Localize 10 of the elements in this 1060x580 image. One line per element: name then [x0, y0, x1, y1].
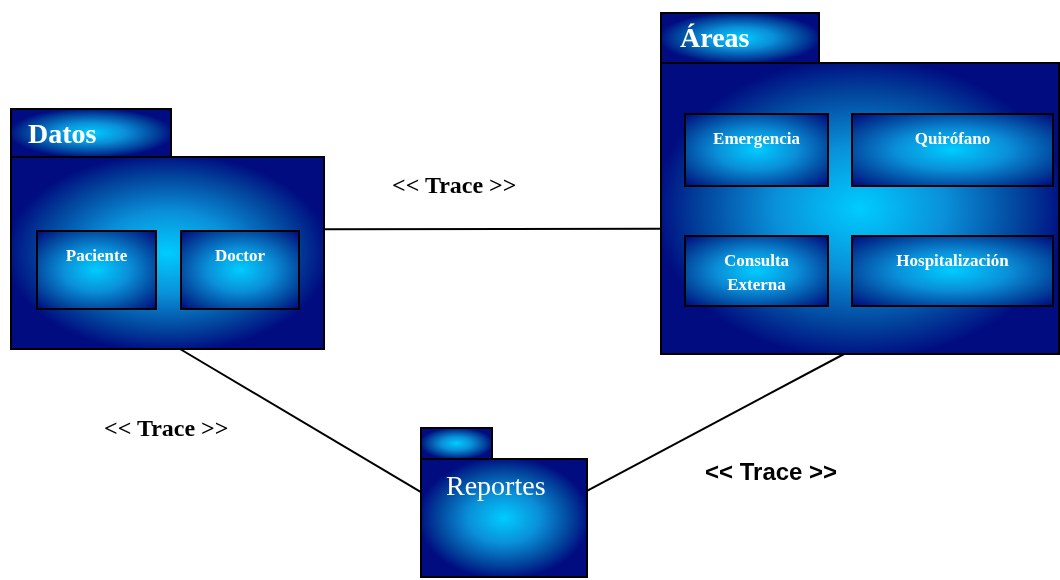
package-title: Áreas [680, 22, 750, 54]
connector-line [179, 348, 422, 494]
package-title: Datos [28, 118, 97, 150]
package-title: Reportes [446, 470, 546, 502]
class-box: Paciente [36, 230, 157, 310]
class-box: Doctor [180, 230, 300, 310]
class-box: Emergencia [684, 113, 829, 187]
class-box: Consulta Externa [684, 235, 829, 307]
class-box: Quirófano [851, 113, 1054, 187]
class-box: Hospitalización [851, 235, 1054, 307]
